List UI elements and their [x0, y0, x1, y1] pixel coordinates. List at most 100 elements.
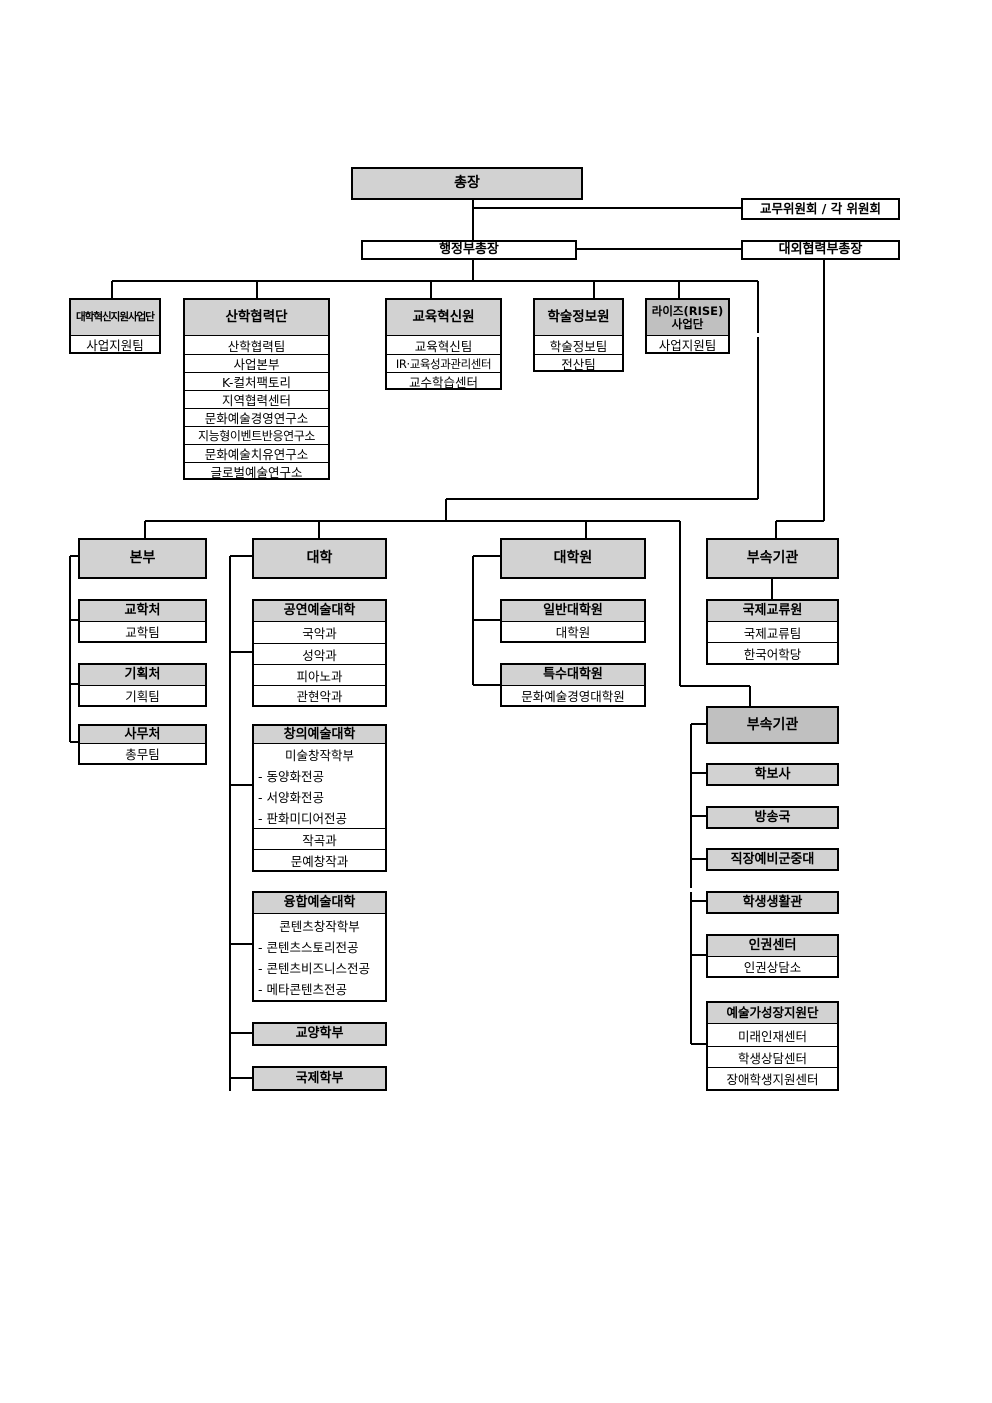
list-item: 한국어학당	[708, 642, 837, 663]
list-item: 장애학생지원센터	[708, 1067, 837, 1089]
committee-box: 교무위원회 / 각 위원회	[741, 198, 900, 220]
affiliated-box: 부속기관	[706, 706, 839, 744]
edu-innovation-title: 교육혁신원	[387, 300, 500, 336]
convergence-arts-title: 융합예술대학	[254, 893, 385, 914]
liberal-arts-box: 교양학부	[252, 1022, 387, 1046]
office-title: 기획처	[80, 665, 205, 686]
list-item: - 판화미디어전공	[258, 811, 347, 826]
committee-label: 교무위원회 / 각 위원회	[743, 200, 898, 218]
liberal-arts-title: 교양학부	[254, 1024, 385, 1044]
list-item: 작곡과	[254, 828, 385, 849]
international-title: 국제학부	[254, 1068, 385, 1089]
growth-support-box: 예술가성장지원단 미래인재센터 학생상담센터 장애학생지원센터	[706, 1001, 839, 1091]
list-item: 문예창작과	[254, 849, 385, 870]
creative-arts-college: 창의예술대학 미술창작학부 - 동양화전공 - 서양화전공 - 판화미디어전공 …	[252, 724, 387, 872]
list-item: 대학원	[555, 625, 591, 640]
office-title: 교학처	[80, 601, 205, 622]
international-box: 국제학부	[252, 1066, 387, 1091]
list-item: IR·교육성과관리센터	[387, 354, 500, 372]
convergence-arts-college: 융합예술대학 콘텐츠창작학부 - 콘텐츠스토리전공 - 콘텐츠비즈니스전공 - …	[252, 891, 387, 1002]
list-item: 문화예술경영대학원	[521, 689, 625, 704]
list-item: 교수학습센터	[387, 372, 500, 390]
hq-office: 기획처 기획팀	[78, 663, 207, 707]
reserve-title: 직장예비군중대	[708, 850, 837, 869]
list-item: 글로벌예술연구소	[185, 462, 328, 480]
broadcast-box: 방송국	[706, 806, 839, 829]
rights-center-title: 인권센터	[708, 936, 837, 957]
list-item: 성악과	[254, 643, 385, 664]
list-item: - 서양화전공	[258, 790, 324, 805]
univ-support-title: 대학혁신지원사업단	[71, 300, 159, 336]
list-item: 관현악과	[254, 685, 385, 705]
growth-support-title: 예술가성장지원단	[708, 1003, 837, 1024]
list-item: 국제교류팀	[743, 625, 802, 641]
exchange-title: 국제교류원	[708, 601, 837, 622]
press-title: 학보사	[708, 765, 837, 784]
list-item: 국악과	[302, 626, 337, 641]
list-item: 학술정보팀	[549, 338, 608, 354]
affiliated-top-box: 부속기관	[706, 538, 839, 579]
rise-title: 라이즈(RISE) 사업단	[647, 300, 728, 336]
univ-support-team: 사업지원팀	[86, 337, 144, 353]
academic-info-title: 학술정보원	[535, 300, 622, 336]
univ-support-unit: 대학혁신지원사업단 사업지원팀	[69, 298, 161, 354]
list-item: 문화예술경영연구소	[185, 408, 328, 426]
hq-box: 본부	[78, 538, 207, 579]
list-item: 산학협력팀	[227, 338, 286, 354]
list-item: 피아노과	[254, 664, 385, 685]
industry-unit: 산학협력단 산학협력팀 사업본부 K-컬처팩토리 지역협력센터 문화예술경영연구…	[183, 298, 330, 480]
list-item: 미술창작학부	[284, 748, 354, 763]
rise-team: 사업지원팀	[658, 337, 717, 353]
grad-title: 대학원	[502, 540, 644, 577]
list-item: - 동양화전공	[258, 769, 324, 784]
general-grad-title: 일반대학원	[502, 601, 644, 622]
president-box: 총장	[351, 167, 583, 200]
admin-vp-label: 행정부총장	[363, 242, 575, 258]
rise-unit: 라이즈(RISE) 사업단 사업지원팀	[645, 298, 730, 354]
college-title: 대학	[254, 540, 385, 577]
list-item: 지역협력센터	[185, 390, 328, 408]
list-item: 사업본부	[185, 354, 328, 372]
president-label: 총장	[353, 169, 581, 198]
affiliated-top-title: 부속기관	[708, 540, 837, 577]
press-box: 학보사	[706, 763, 839, 786]
college-box: 대학	[252, 538, 387, 579]
general-grad-box: 일반대학원 대학원	[500, 599, 646, 643]
admin-vp-box: 행정부총장	[361, 240, 577, 260]
creative-arts-title: 창의예술대학	[254, 726, 385, 744]
list-item: 학생상담센터	[708, 1046, 837, 1067]
list-item: 전산팀	[535, 354, 622, 372]
special-grad-title: 특수대학원	[502, 665, 644, 686]
list-item: 인권상담소	[743, 960, 802, 975]
reserve-box: 직장예비군중대	[706, 848, 839, 871]
affiliated-title: 부속기관	[708, 708, 837, 742]
academic-info-unit: 학술정보원 학술정보팀 전산팀	[533, 298, 624, 372]
dorm-title: 학생생활관	[708, 893, 837, 912]
office-title: 사무처	[80, 726, 205, 744]
list-item: 콘텐츠창작학부	[279, 918, 360, 934]
hq-office: 교학처 교학팀	[78, 599, 207, 643]
list-item: 미래인재센터	[737, 1028, 807, 1044]
exchange-box: 국제교류원 국제교류팀 한국어학당	[706, 599, 839, 665]
hq-title: 본부	[80, 540, 205, 577]
edu-innovation-unit: 교육혁신원 교육혁신팀 IR·교육성과관리센터 교수학습센터	[385, 298, 502, 390]
list-item: 교육혁신팀	[414, 338, 473, 354]
broadcast-title: 방송국	[708, 808, 837, 827]
list-item: - 콘텐츠스토리전공	[258, 940, 359, 955]
list-item: 문화예술치유연구소	[185, 444, 328, 462]
office-team: 교학팀	[125, 625, 160, 640]
list-item: - 콘텐츠비즈니스전공	[258, 961, 370, 976]
list-item: K-컬처팩토리	[185, 372, 328, 390]
external-vp-box: 대외협력부총장	[741, 240, 900, 260]
grad-box: 대학원	[500, 538, 646, 579]
office-team: 총무팀	[125, 747, 160, 762]
dorm-box: 학생생활관	[706, 891, 839, 914]
list-item: 지능형이벤트반응연구소	[185, 426, 328, 444]
industry-title: 산학협력단	[185, 300, 328, 336]
performing-arts-title: 공연예술대학	[254, 601, 385, 622]
rights-center-box: 인권센터 인권상담소	[706, 934, 839, 978]
special-grad-box: 특수대학원 문화예술경영대학원	[500, 663, 646, 707]
list-item: - 메타콘텐츠전공	[258, 982, 347, 997]
external-vp-label: 대외협력부총장	[743, 242, 898, 258]
